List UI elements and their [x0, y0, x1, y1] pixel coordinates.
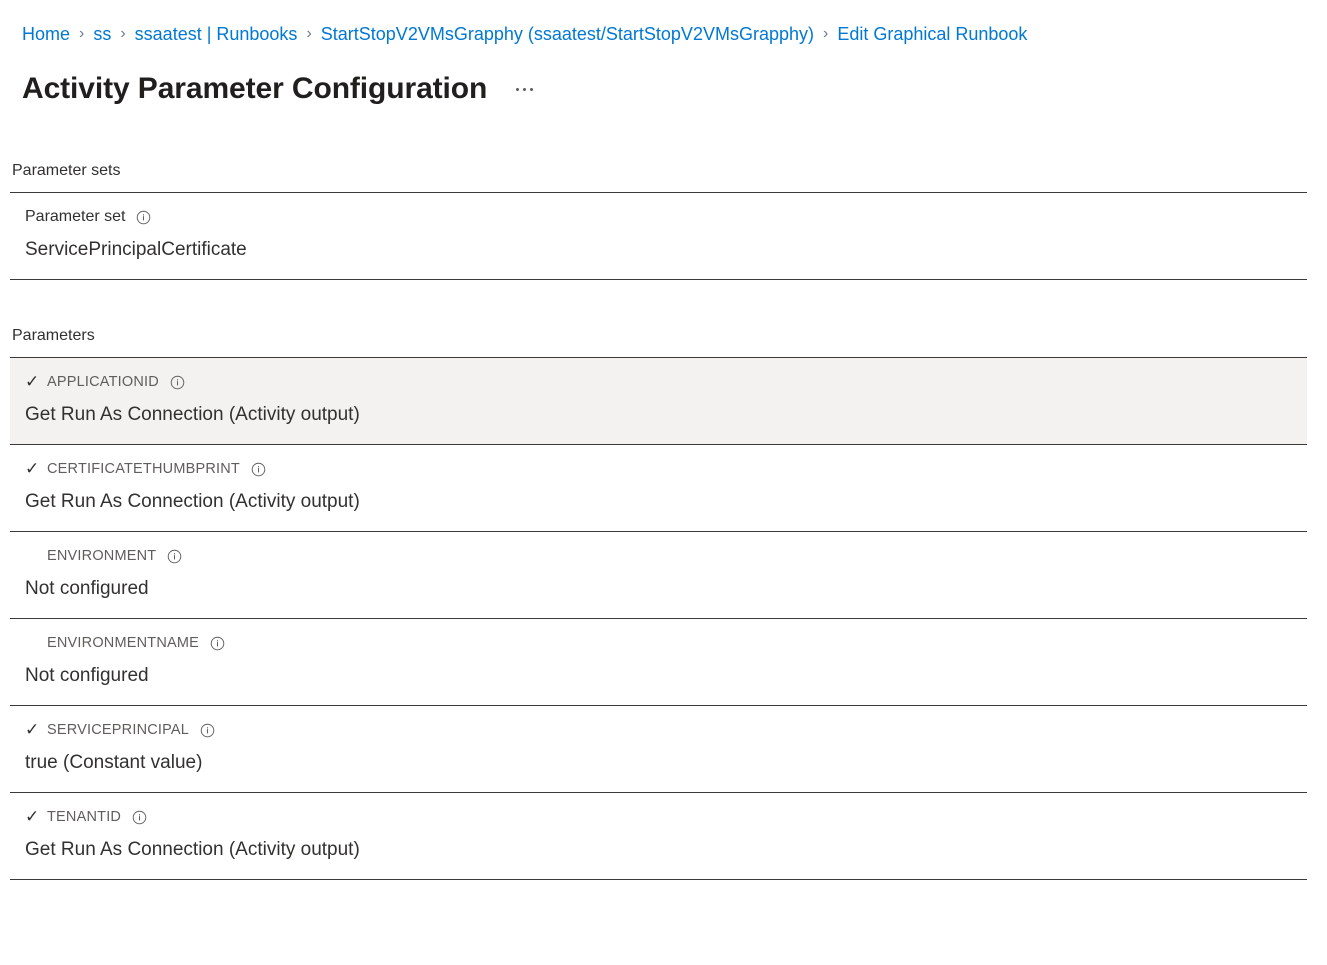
parameter-label: CERTIFICATETHUMBPRINT — [47, 461, 240, 477]
breadcrumb-separator: › — [120, 25, 126, 42]
parameter-value: Get Run As Connection (Activity output) — [25, 839, 360, 860]
parameter-value: true (Constant value) — [25, 752, 203, 773]
ellipsis-dot — [529, 87, 533, 91]
check-icon: ✓ — [25, 807, 40, 826]
check-icon: ✓ — [25, 372, 40, 391]
info-icon[interactable] — [136, 210, 151, 225]
breadcrumb-link-1[interactable]: Home — [22, 24, 71, 44]
parameter-row[interactable]: ENVIRONMENTNAME Not configured — [10, 619, 1307, 706]
info-icon[interactable] — [167, 549, 182, 564]
breadcrumb-link-3[interactable]: ssaatest | Runbooks — [134, 24, 298, 44]
info-icon[interactable] — [251, 462, 266, 477]
parameter-set-label: Parameter set — [25, 208, 126, 225]
row-header: ENVIRONMENT — [25, 546, 1307, 566]
parameter-label: TENANTID — [47, 809, 122, 825]
parameter-value: Not configured — [25, 665, 149, 686]
breadcrumb-separator: › — [306, 25, 312, 42]
parameter-value: Get Run As Connection (Activity output) — [25, 491, 360, 512]
parameters-heading: Parameters — [12, 327, 95, 344]
parameter-row[interactable]: ✓ CERTIFICATETHUMBPRINT Get Run As Connect… — [10, 445, 1307, 532]
more-ellipsis-icon[interactable] — [509, 74, 539, 104]
parameter-row[interactable]: ✓ TENANTID Get Run As Connection (Activity… — [10, 793, 1307, 880]
breadcrumb: Home › ss › ssaatest | Runbooks › StartStopV2V… — [22, 21, 1027, 47]
ellipsis-dot — [515, 87, 519, 91]
page-title: Activity Parameter Configuration — [22, 72, 488, 105]
breadcrumb-link-4[interactable]: StartStopV2VMsGrapphy (ssaatest/StartSto… — [320, 24, 814, 44]
section-divider — [10, 192, 1307, 193]
breadcrumb-separator: › — [822, 25, 829, 42]
info-icon[interactable] — [132, 810, 147, 825]
parameter-label: ENVIRONMENTNAME — [47, 635, 200, 651]
parameter-label: APPLICATIONID — [47, 374, 159, 390]
breadcrumb-link-2[interactable]: ss — [93, 24, 112, 44]
info-icon[interactable] — [200, 723, 215, 738]
row-header: ENVIRONMENTNAME — [25, 633, 1307, 653]
check-icon: ✓ — [25, 459, 40, 478]
parameters-section: Parameters ✓ APPLICATIONID Get Run As Conn… — [0, 325, 1327, 880]
row-header: Parameter set — [25, 207, 1307, 227]
parameter-value: Not configured — [25, 578, 149, 599]
parameter-label: SERVICEPRINCIPAL — [47, 722, 190, 738]
breadcrumb-separator: › — [79, 25, 85, 42]
check-icon: ✓ — [25, 720, 40, 739]
parameter-sets-heading: Parameter sets — [12, 162, 121, 179]
breadcrumb-link-5[interactable]: Edit Graphical Runbook — [837, 24, 1028, 44]
row-header: ✓ APPLICATIONID — [25, 372, 1307, 392]
section-divider — [10, 357, 1307, 358]
page-header: Activity Parameter Configuration — [22, 68, 539, 110]
parameter-row[interactable]: ✓ APPLICATIONID Get Run As Connection (Act… — [10, 358, 1307, 445]
parameters-list: ✓ APPLICATIONID Get Run As Connection (Act… — [0, 358, 1327, 880]
parameter-label: ENVIRONMENT — [47, 548, 157, 564]
row-header: ✓ CERTIFICATETHUMBPRINT — [25, 459, 1307, 479]
parameter-row[interactable]: ✓ SERVICEPRINCIPAL true (Constant value) — [10, 706, 1307, 793]
parameter-value: Get Run As Connection (Activity output) — [25, 404, 360, 425]
row-header: ✓ TENANTID — [25, 807, 1307, 827]
parameter-set-value: ServicePrincipalCertificate — [25, 239, 247, 260]
parameter-row[interactable]: ENVIRONMENT Not configured — [10, 532, 1307, 619]
ellipsis-dot — [522, 87, 526, 91]
info-icon[interactable] — [210, 636, 225, 651]
row-header: ✓ SERVICEPRINCIPAL — [25, 720, 1307, 740]
info-icon[interactable] — [170, 375, 185, 390]
